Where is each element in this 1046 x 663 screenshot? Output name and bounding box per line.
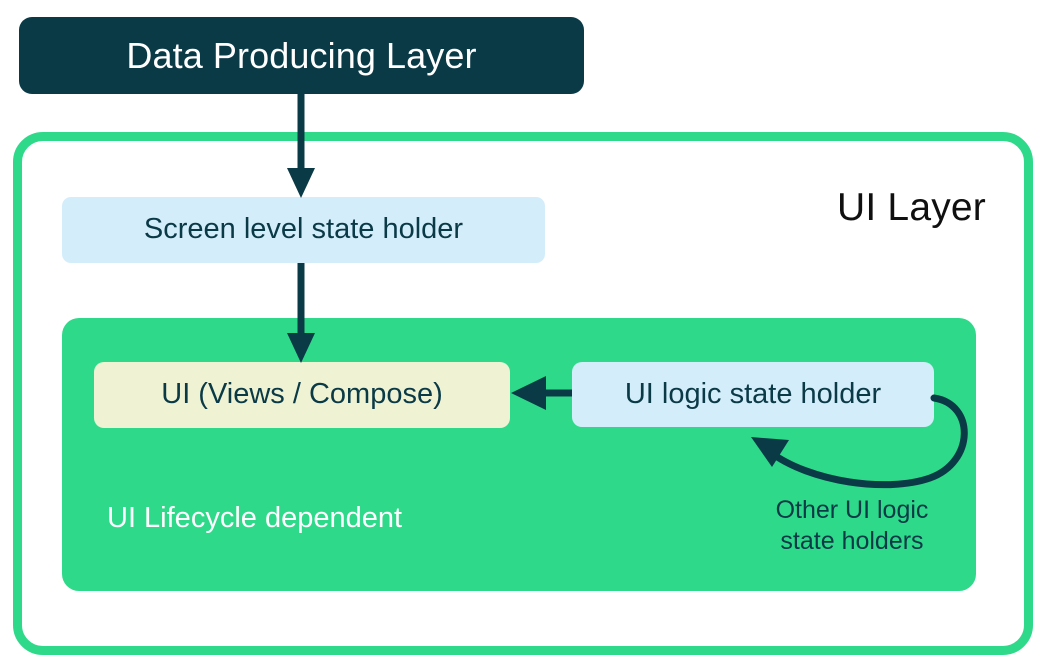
- data-producing-layer-node: Data Producing Layer: [19, 17, 584, 94]
- ui-layer-title: UI Layer: [837, 186, 986, 229]
- screen-level-state-holder-node: Screen level state holder: [62, 197, 545, 263]
- ui-layer-container: [13, 132, 1033, 655]
- ui-lifecycle-dependent-label: UI Lifecycle dependent: [107, 502, 403, 534]
- other-state-holders-line-1: Other UI logic: [775, 496, 929, 524]
- screen-level-state-holder-label: Screen level state holder: [143, 213, 464, 246]
- other-state-holders-line-2: state holders: [780, 526, 924, 555]
- ui-views-compose-node: UI (Views / Compose): [94, 362, 510, 428]
- data-producing-layer-label: Data Producing Layer: [126, 34, 477, 76]
- other-ui-logic-state-holders-label: Other UI logic state holders: [742, 495, 962, 556]
- ui-views-compose-label: UI (Views / Compose): [161, 378, 443, 411]
- ui-logic-state-holder-label: UI logic state holder: [624, 377, 882, 410]
- ui-logic-state-holder-node: UI logic state holder: [572, 362, 934, 427]
